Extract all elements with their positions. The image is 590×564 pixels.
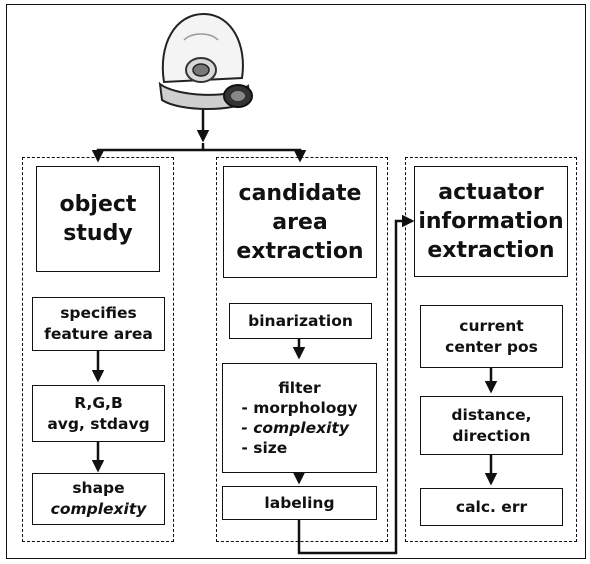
step-line: center pos: [445, 337, 538, 356]
filter-item: - morphology: [241, 399, 358, 417]
filter-item: - size: [241, 439, 288, 457]
arrow-to-object-study: [91, 143, 205, 163]
distance-direction-box: distance, direction: [420, 396, 563, 455]
calc-err-label: calc. err: [455, 497, 528, 516]
candidate-title: candidate area extraction: [236, 180, 364, 264]
calc-err-box: calc. err: [420, 488, 563, 526]
arrow-to-candidate: [203, 148, 307, 163]
filter-box: filter - morphology - complexity - size: [222, 363, 377, 473]
object-study-title-box: object study: [36, 166, 160, 272]
robot-camera-icon: [158, 12, 253, 110]
binarization-box: binarization: [229, 303, 372, 339]
labeling-box: labeling: [222, 486, 377, 520]
filter-header: filter: [278, 379, 321, 397]
labeling-label: labeling: [264, 493, 335, 512]
shape-complexity-box: shape complexity: [32, 473, 165, 525]
step-line: direction: [452, 426, 531, 445]
object-study-title: object study: [59, 192, 137, 246]
step-line: complexity: [50, 500, 147, 518]
candidate-group: [216, 157, 388, 542]
actuator-group: [405, 157, 577, 542]
arrow-to-actuator: [297, 214, 415, 555]
actuator-title: actuator information extraction: [418, 180, 564, 263]
binarization-label: binarization: [248, 311, 353, 330]
rgb-stats-box: R,G,B avg, stdavg: [32, 385, 165, 442]
step-line: specifies: [60, 304, 137, 322]
current-center-pos-box: current center pos: [420, 305, 563, 368]
step-line: R,G,B: [74, 393, 123, 412]
actuator-title-box: actuator information extraction: [414, 166, 568, 277]
filter-item: - complexity: [241, 419, 349, 437]
step-line: feature area: [44, 325, 153, 343]
object-study-group: [22, 157, 174, 542]
step-line: distance,: [451, 405, 532, 424]
candidate-title-box: candidate area extraction: [223, 166, 377, 278]
specifies-feature-area-box: specifies feature area: [32, 297, 165, 351]
step-line: shape: [72, 479, 125, 497]
step-line: current: [459, 316, 524, 335]
step-line: avg, stdavg: [47, 414, 150, 433]
